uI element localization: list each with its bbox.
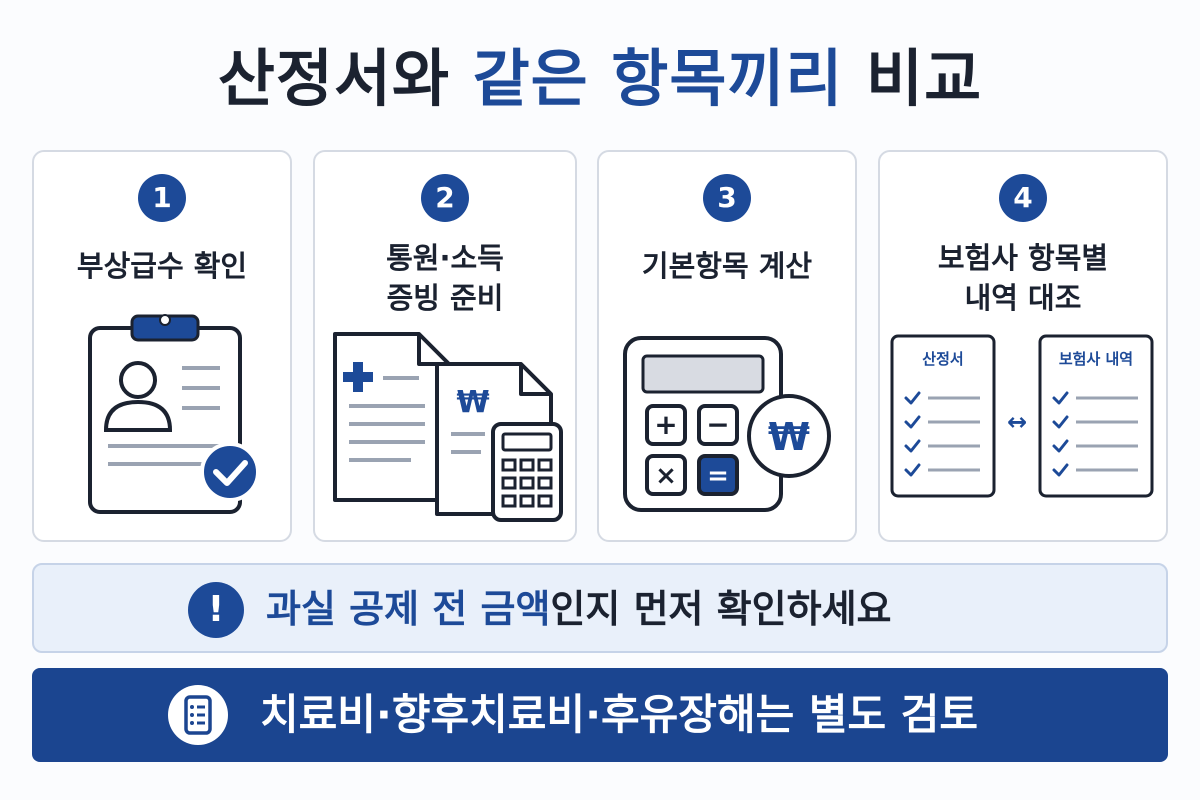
exclamation-icon: !	[188, 582, 244, 638]
bottom-banner-text: 치료비·향후치료비·후유장해는 별도 검토	[260, 690, 979, 739]
clipboard-check-icon	[88, 314, 260, 514]
key-plus: +	[654, 408, 677, 441]
step-card-3: 3 기본항목 계산 + − × = ₩	[597, 150, 857, 542]
step-title-3: 기본항목 계산	[641, 249, 813, 283]
step-number-4: 4	[999, 174, 1047, 222]
step-title-1: 부상급수 확인	[76, 249, 248, 283]
step-card-1: 1 부상급수 확인	[32, 150, 292, 542]
step-number-3: 3	[703, 174, 751, 222]
key-equals: =	[707, 461, 729, 491]
page-title: 산정서와 같은 항목끼리 비교	[0, 28, 1200, 118]
key-minus: −	[706, 408, 729, 441]
list-left-header: 산정서	[922, 350, 963, 368]
title-part2: 비교	[843, 42, 983, 115]
step-card-2: 2 통원·소득 증빙 준비 ₩	[313, 150, 577, 542]
compare-lists-icon: 산정서 보험사 내역 ↔	[890, 334, 1154, 498]
title-highlight: 같은 항목끼리	[472, 42, 844, 115]
calculator-won-icon: + − × = ₩	[623, 336, 831, 512]
coin-won-symbol: ₩	[768, 415, 810, 459]
title-part1: 산정서와	[217, 42, 473, 115]
step-title-4: 보험사 항목별 내역 대조	[937, 241, 1109, 315]
notice-highlight: 과실 공제 전 금액	[266, 587, 551, 631]
step-card-4: 4 보험사 항목별 내역 대조 산정서 보험사 내역 ↔	[878, 150, 1168, 542]
doc-won-symbol: ₩	[456, 385, 489, 420]
step-title-2: 통원·소득 증빙 준비	[386, 241, 504, 315]
documents-calculator-icon: ₩	[333, 332, 563, 522]
key-times: ×	[655, 461, 677, 491]
document-list-icon	[168, 685, 228, 745]
step-number-1: 1	[138, 174, 186, 222]
step-number-2: 2	[421, 174, 469, 222]
compare-arrow: ↔	[1007, 408, 1027, 436]
list-right-header: 보험사 내역	[1059, 350, 1133, 368]
notice-rest: 인지 먼저 확인하세요	[550, 587, 892, 631]
bottom-banner: 치료비·향후치료비·후유장해는 별도 검토	[32, 668, 1168, 762]
notice-text: 과실 공제 전 금액인지 먼저 확인하세요	[266, 581, 892, 637]
notice-box: ! 과실 공제 전 금액인지 먼저 확인하세요	[32, 563, 1168, 653]
